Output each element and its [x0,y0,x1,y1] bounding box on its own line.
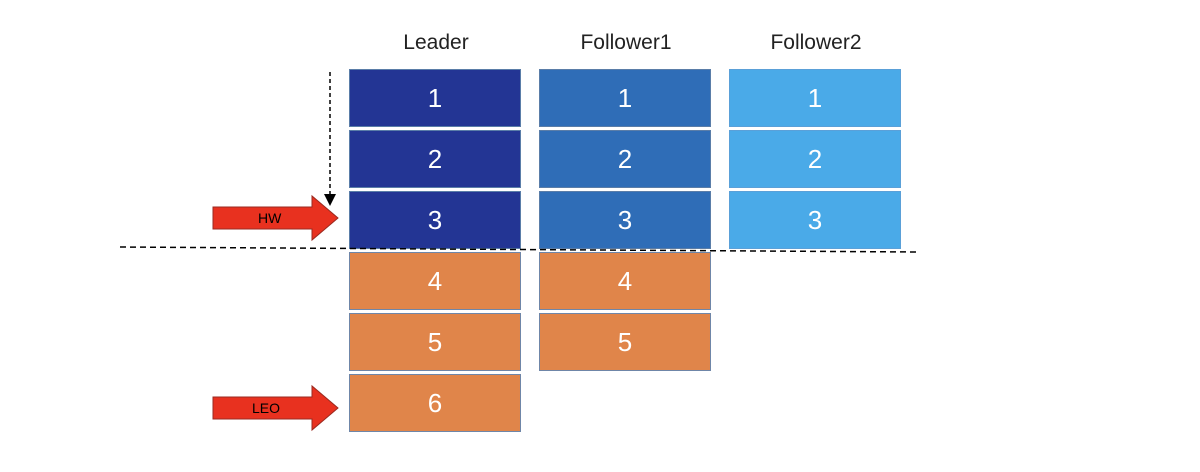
follower1-message-5: 5 [539,313,711,371]
follower2-message-2: 2 [729,130,901,188]
leader-message-6: 6 [349,374,521,432]
leo-label: LEO [252,400,281,416]
follower1-message-2: 2 [539,130,711,188]
leo-arrow-icon [212,384,339,432]
follower1-message-1: 1 [539,69,711,127]
follower1-message-3: 3 [539,191,711,249]
leader-message-1: 1 [349,69,521,127]
leader-message-3: 3 [349,191,521,249]
leader-message-2: 2 [349,130,521,188]
hw-arrow-icon [212,194,339,242]
follower2-message-1: 1 [729,69,901,127]
follower2-message-3: 3 [729,191,901,249]
leader-message-5: 5 [349,313,521,371]
follower1-message-4: 4 [539,252,711,310]
column-title-follower2: Follower2 [770,31,862,54]
hw-label: HW [258,210,282,226]
column-title-follower1: Follower1 [580,31,672,54]
column-title-leader: Leader [403,31,469,54]
high-watermark-boundary-line [119,246,917,253]
leader-message-4: 4 [349,252,521,310]
